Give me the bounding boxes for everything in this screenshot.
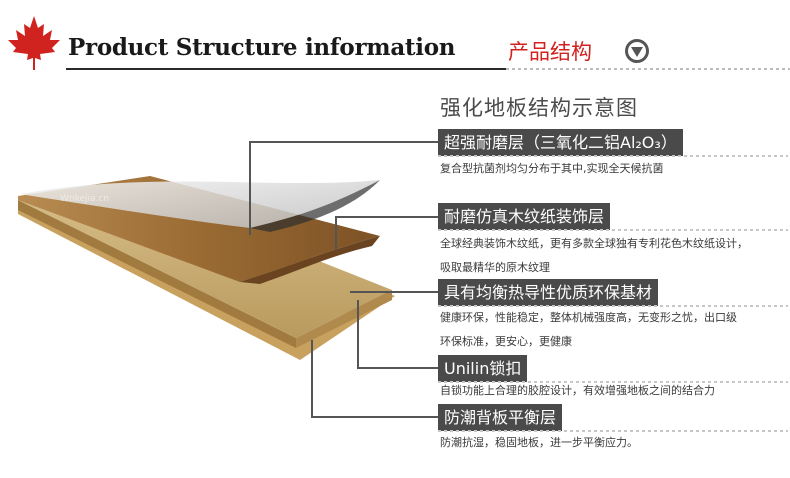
page-title: Product Structure information [68, 34, 456, 61]
layer-label-balance: 防潮背板平衡层 [438, 404, 563, 431]
header-rule [66, 68, 506, 70]
layer-desc-lock: 自锁功能上合理的胶腔设计，有效增强地板之间的结合力 [440, 384, 715, 397]
layer-desc-balance: 防潮抗湿，稳固地板，进一步平衡应力。 [440, 436, 638, 449]
maple-leaf-icon [8, 16, 60, 70]
watermark: Wnkejia.cn [60, 194, 109, 204]
layer-label-decor: 耐磨仿真木纹纸装饰层 [438, 203, 611, 230]
layer-label-wear: 超强耐磨层（三氧化二铝Al₂O₃） [438, 129, 683, 156]
page-header: Product Structure information 产品结构 [0, 0, 790, 82]
layer-divider [438, 381, 788, 383]
floor-board-illustration: Wnkejia.cn [18, 176, 395, 360]
layer-desc-decor-1: 全球经典装饰木纹纸，更有多款全球独有专利花色木纹纸设计， [440, 237, 748, 250]
layer-desc-wear: 复合型抗菌剂均匀分布于其中,实现全天候抗菌 [440, 162, 664, 175]
layer-divider [438, 430, 788, 432]
layer-desc-core-2: 环保标准，更安心，更健康 [440, 335, 572, 348]
down-triangle-badge-icon [625, 39, 649, 63]
layer-divider [438, 155, 788, 157]
layer-desc-core-1: 健康环保，性能稳定，整体机械强度高，无变形之忧，出口级 [440, 311, 737, 324]
page-title-cn: 产品结构 [508, 40, 592, 64]
layer-divider [438, 305, 788, 307]
layer-desc-decor-2: 吸取最精华的原木纹理 [440, 261, 550, 274]
layer-divider [438, 229, 788, 231]
diagram-title: 强化地板结构示意图 [440, 96, 638, 120]
header-rule-dotted [506, 68, 790, 70]
layer-label-lock: Unilin锁扣 [438, 355, 528, 382]
layer-label-core: 具有均衡热导性优质环保基材 [438, 279, 659, 306]
